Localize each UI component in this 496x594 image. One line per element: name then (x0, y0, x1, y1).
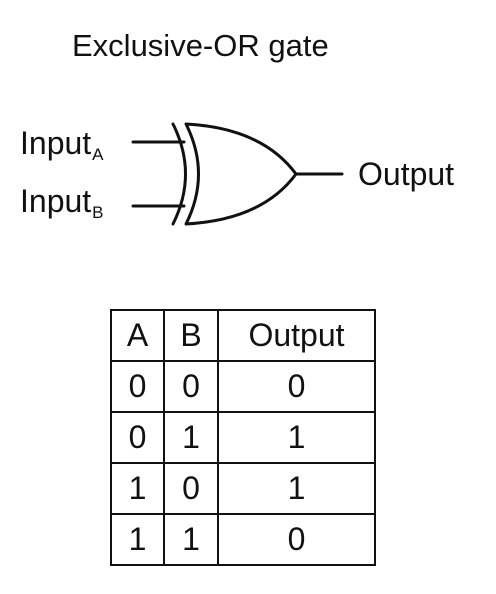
input-a-label: InputA (20, 124, 104, 164)
table-row: 1 0 1 (110, 462, 376, 515)
cell-a: 1 (110, 462, 165, 515)
table-row: 1 1 0 (110, 513, 376, 566)
cell-b: 1 (163, 411, 219, 464)
input-a-subscript: A (92, 145, 104, 164)
truth-table: A B Output 0 0 0 0 1 1 1 0 1 1 1 0 (110, 309, 376, 566)
input-b-subscript: B (92, 203, 104, 222)
cell-output: 0 (217, 360, 376, 413)
cell-b: 0 (163, 360, 219, 413)
xor-gate-symbol (131, 122, 344, 226)
table-row: 0 1 1 (110, 411, 376, 464)
diagram-title: Exclusive-OR gate (72, 28, 329, 63)
input-b-text: Input (20, 183, 92, 219)
input-b-label: InputB (20, 182, 104, 222)
cell-b: 1 (163, 513, 219, 566)
cell-output: 1 (217, 411, 376, 464)
cell-a: 0 (110, 360, 165, 413)
xor-extra-curve (171, 122, 187, 226)
table-header-row: A B Output (110, 309, 376, 362)
cell-a: 1 (110, 513, 165, 566)
header-b: B (163, 309, 219, 362)
output-label: Output (358, 156, 455, 192)
cell-b: 0 (163, 462, 219, 515)
cell-output: 1 (217, 462, 376, 515)
header-output: Output (217, 309, 376, 362)
gate-body (184, 122, 298, 226)
input-a-text: Input (20, 125, 92, 161)
xor-gate-diagram: InputA InputB Output (0, 110, 496, 240)
cell-a: 0 (110, 411, 165, 464)
table-row: 0 0 0 (110, 360, 376, 413)
header-a: A (110, 309, 165, 362)
cell-output: 0 (217, 513, 376, 566)
